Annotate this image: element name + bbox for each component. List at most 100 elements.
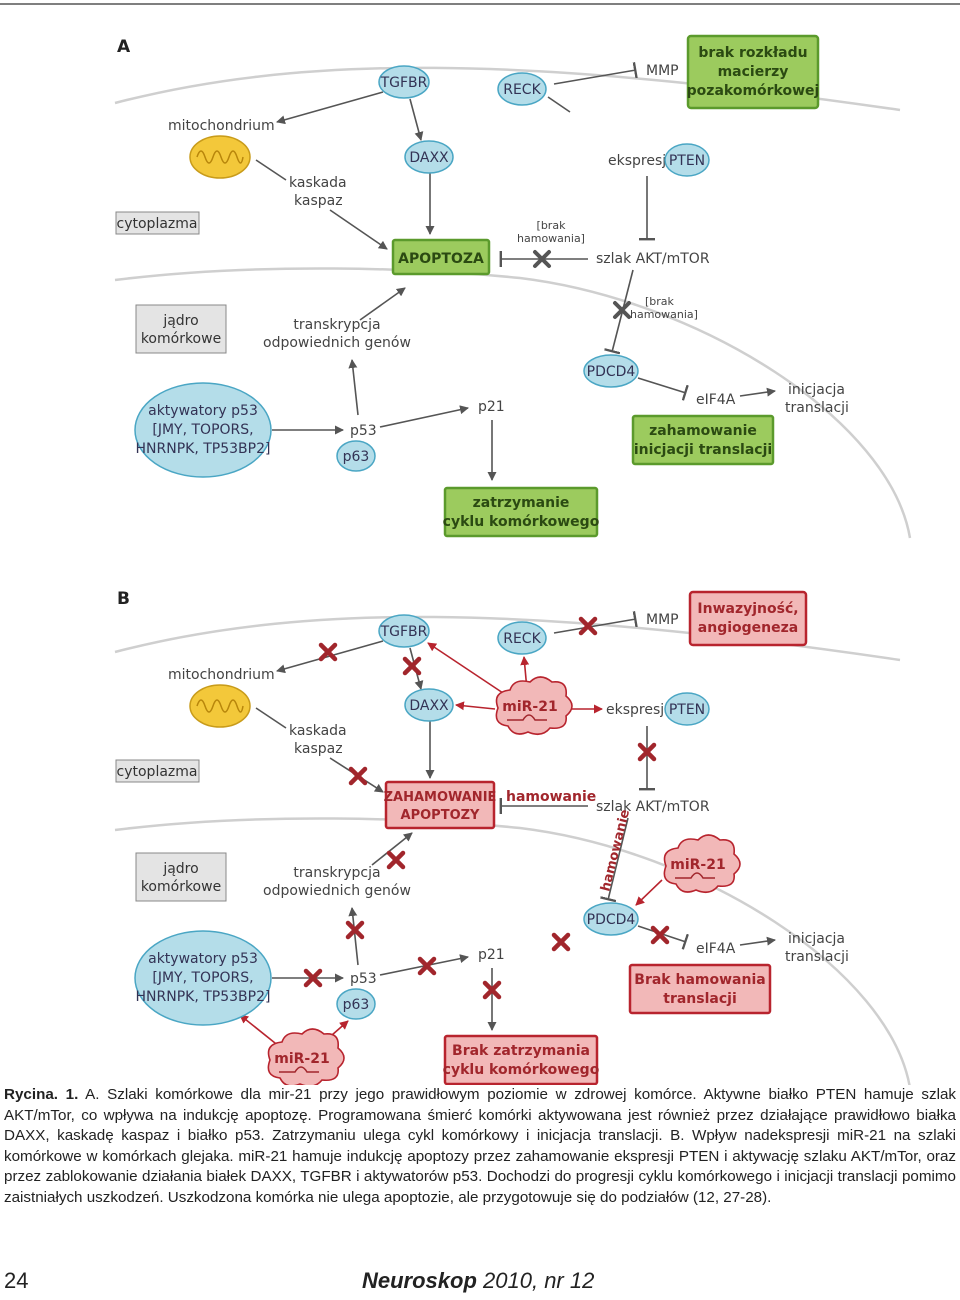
brak-hamowania-2-b: hamowania] [630, 308, 698, 321]
svg-text:translacji: translacji [663, 991, 737, 1007]
svg-text:macierzy: macierzy [718, 64, 789, 80]
edge-reck-membrane [547, 96, 571, 113]
svg-text:PDCD4: PDCD4 [587, 364, 636, 380]
pten-node-b: PTEN [664, 692, 710, 726]
svg-text:aktywatory p53: aktywatory p53 [148, 951, 258, 967]
pten-node: PTEN [664, 143, 710, 177]
svg-text:p63: p63 [343, 449, 370, 465]
block-x-b10 [482, 980, 502, 1000]
transkrypcja-label-b2: odpowiednich genów [263, 883, 411, 899]
kaskada-label-b1: kaskada [289, 723, 347, 739]
pdcd4-node-b: PDCD4 [583, 902, 639, 936]
block-x-b8 [303, 968, 323, 988]
nucleus-membrane-a [114, 267, 912, 539]
journal-footer: Neuroskop 2010, nr 12 [362, 1268, 594, 1294]
akt-label-b: szlak AKT/mTOR [596, 799, 710, 815]
hamowanie-label-1: hamowanie [506, 789, 596, 805]
edge-b-eif4a-inicjacja [739, 936, 776, 946]
mmp-label-b: MMP [646, 612, 679, 628]
svg-text:HNRNPK, TP53BP2]: HNRNPK, TP53BP2] [136, 441, 271, 457]
mitochondrium-label: mitochondrium [168, 118, 275, 134]
kaskada-label-b2: kaspaz [294, 741, 343, 757]
edge-kaskada-apoptoza [329, 209, 388, 250]
svg-text:cytoplazma: cytoplazma [117, 764, 198, 780]
svg-text:cytoplazma: cytoplazma [117, 216, 198, 232]
nucleus-membrane-b [114, 817, 911, 1085]
ekspresja-label-b: ekspresja [606, 702, 673, 718]
jadro-tag-b: jądro komórkowe [135, 852, 227, 902]
akt-label: szlak AKT/mTOR [596, 251, 710, 267]
edge-pdcd4-eif4a [637, 377, 689, 401]
inicjacja-label-2: translacji [785, 400, 849, 416]
svg-text:angiogeneza: angiogeneza [698, 620, 798, 636]
mitochondrion-icon [189, 135, 251, 179]
edge-b-mir-tgfbr [427, 642, 507, 696]
edge-b-mir3-aktywatory [239, 1014, 281, 1048]
edge-p53-p21 [379, 405, 469, 428]
edge-b-mito-kaskada [255, 707, 287, 729]
invasion-box: Inwazyjność, angiogeneza [688, 590, 808, 647]
p53-label-b: p53 [350, 971, 377, 987]
mmp-label: MMP [646, 63, 679, 79]
block-x-b7 [345, 920, 365, 940]
zahamowanie-box: zahamowanie inicjacji translacji [631, 414, 775, 466]
edge-b-transkrypcja-box [371, 832, 413, 866]
kaskada-label-2: kaspaz [294, 193, 343, 209]
mir21-cloud-1: miR-21 [495, 676, 573, 736]
svg-text:jądro: jądro [162, 313, 198, 329]
brak-zatrzymania-box: Brak zatrzymania cyklu komórkowego [443, 1034, 600, 1085]
svg-text:RECK: RECK [503, 82, 541, 98]
svg-text:ZAHAMOWANIE: ZAHAMOWANIE [384, 790, 497, 805]
eif4a-label: eIF4A [696, 392, 736, 408]
panel-a: A mitochondrium [114, 34, 912, 539]
svg-text:miR-21: miR-21 [502, 699, 557, 715]
edge-tgfbr-daxx [409, 98, 424, 141]
transkrypcja-label-1: transkrypcja [293, 317, 380, 333]
block-x-b6 [386, 850, 406, 870]
edge-tgfbr-mito [276, 91, 384, 125]
svg-text:p63: p63 [343, 997, 370, 1013]
brak-hamowania-1-a: [brak [537, 219, 567, 232]
svg-text:APOPTOZY: APOPTOZY [401, 808, 481, 823]
block-x-b4 [348, 766, 368, 786]
svg-text:APOPTOZA: APOPTOZA [398, 251, 484, 267]
tgfbr-node: TGFBR [378, 65, 430, 99]
inicjacja-label-b1: inicjacja [788, 931, 845, 947]
panel-b-letter: B [117, 589, 130, 609]
figure-caption: Rycina. 1. A. Szlaki komórkowe dla mir-2… [4, 1085, 956, 1209]
daxx-node-b: DAXX [404, 688, 454, 722]
transkrypcja-label-b1: transkrypcja [293, 865, 380, 881]
edge-transkrypcja-apoptoza [359, 287, 406, 321]
kaskada-label-1: kaskada [289, 175, 347, 191]
svg-text:RECK: RECK [503, 631, 541, 647]
block-x-b2 [402, 656, 422, 676]
block-x-b1 [318, 642, 338, 662]
pdcd4-node: PDCD4 [583, 354, 639, 388]
mitochondrium-label-b: mitochondrium [168, 667, 275, 683]
svg-text:aktywatory p53: aktywatory p53 [148, 403, 258, 419]
edge-mito-kaskada [255, 159, 287, 181]
mir21-cloud-2: miR-21 [663, 834, 741, 894]
page-number: 24 [4, 1268, 29, 1293]
svg-text:miR-21: miR-21 [274, 1051, 329, 1067]
svg-text:pozakomórkowej: pozakomórkowej [687, 83, 820, 99]
p63-node-b: p63 [336, 988, 376, 1020]
apoptoza-box: APOPTOZA [391, 238, 491, 276]
panel-a-letter: A [117, 37, 131, 57]
svg-text:[JMY, TOPORS,: [JMY, TOPORS, [152, 970, 253, 986]
reck-node: RECK [497, 72, 547, 106]
svg-text:PDCD4: PDCD4 [587, 912, 636, 928]
edge-b-mir2-pdcd4 [635, 879, 663, 906]
brak-hamowania-1-b: hamowania] [517, 232, 585, 245]
p63-node: p63 [336, 440, 376, 472]
tgfbr-node-b: TGFBR [378, 614, 430, 648]
caption-label: Rycina. 1. [4, 1086, 79, 1103]
svg-text:komórkowe: komórkowe [141, 879, 221, 895]
panel-b: B [114, 589, 911, 1085]
inicjacja-label-1: inicjacja [788, 382, 845, 398]
cytoplazma-tag: cytoplazma [115, 211, 200, 235]
mitochondrion-icon-b [189, 684, 251, 728]
zatrzymanie-box: zatrzymanie cyklu komórkowego [443, 486, 600, 538]
journal-name: Neuroskop [362, 1268, 477, 1293]
inicjacja-label-b2: translacji [785, 949, 849, 965]
